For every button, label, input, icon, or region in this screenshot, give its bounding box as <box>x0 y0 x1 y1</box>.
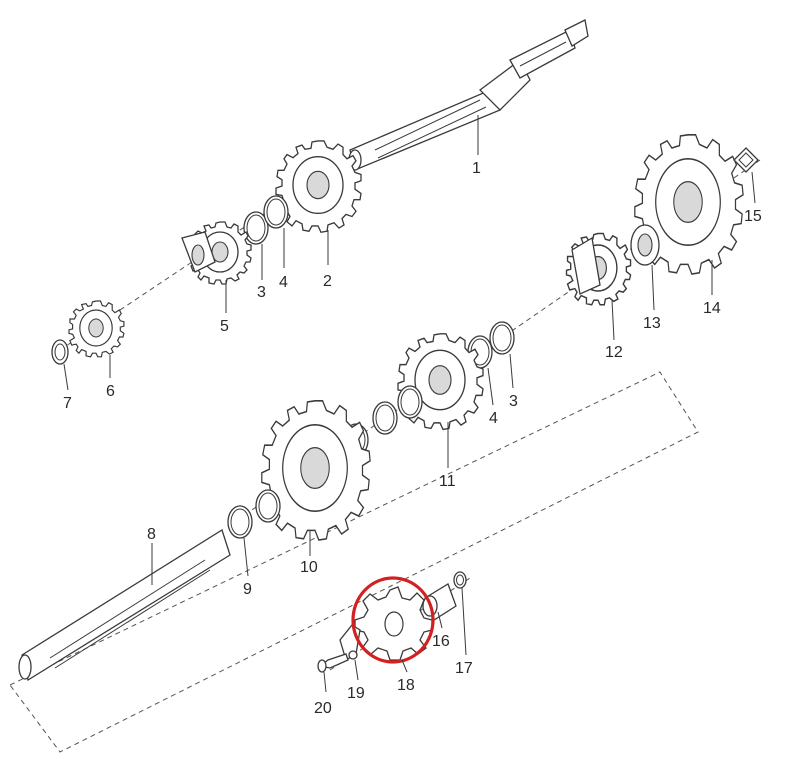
part-15-key-washer <box>733 147 759 173</box>
callout-20: 20 <box>314 700 332 717</box>
part-4-washer-upper <box>263 195 289 229</box>
part-9-circlip-b <box>227 505 253 539</box>
callout-4-mid: 4 <box>489 410 498 427</box>
callout-5: 5 <box>220 318 229 335</box>
callout-9: 9 <box>243 581 252 598</box>
part-9-circlip-a <box>255 489 281 523</box>
callout-16: 16 <box>432 633 450 650</box>
callout-7: 7 <box>63 395 72 412</box>
leader-lines <box>63 115 756 693</box>
callout-15: 15 <box>744 208 762 225</box>
callout-1: 1 <box>472 160 481 177</box>
part-2-gear <box>275 140 362 233</box>
countershaft-group-outline <box>9 371 699 753</box>
part-7-washer <box>51 339 69 365</box>
callout-12: 12 <box>605 344 623 361</box>
part-3-circlip-mid <box>489 321 515 355</box>
callout-14: 14 <box>703 300 721 317</box>
callout-18: 18 <box>397 677 415 694</box>
highlight-circle <box>351 576 435 664</box>
callout-13: 13 <box>643 315 661 332</box>
callout-3-upper: 3 <box>257 284 266 301</box>
callout-6: 6 <box>106 383 115 400</box>
part-8-countershaft <box>18 529 231 682</box>
part-6-gear <box>68 300 125 358</box>
part-18-drive-sprocket <box>354 586 433 661</box>
callout-8: 8 <box>147 526 156 543</box>
callout-labels: 1 2 3 4 5 6 7 3 4 12 13 14 15 11 10 9 8 … <box>63 160 762 717</box>
callout-3-mid: 3 <box>509 393 518 410</box>
circlip-11a <box>397 385 423 419</box>
callout-2: 2 <box>323 273 332 290</box>
callout-4-upper: 4 <box>279 274 288 291</box>
circlip-11b <box>372 401 398 435</box>
part-1-main-shaft <box>348 19 589 171</box>
callout-10: 10 <box>300 559 318 576</box>
callout-11: 11 <box>439 473 456 490</box>
part-17-o-ring <box>453 571 467 589</box>
part-13-bushing <box>630 224 660 266</box>
part-5-gear-hub <box>181 221 252 285</box>
part-12-gear-hub <box>565 232 632 306</box>
callout-19: 19 <box>347 685 365 702</box>
part-20-bolt <box>317 653 349 673</box>
callout-17: 17 <box>455 660 473 677</box>
